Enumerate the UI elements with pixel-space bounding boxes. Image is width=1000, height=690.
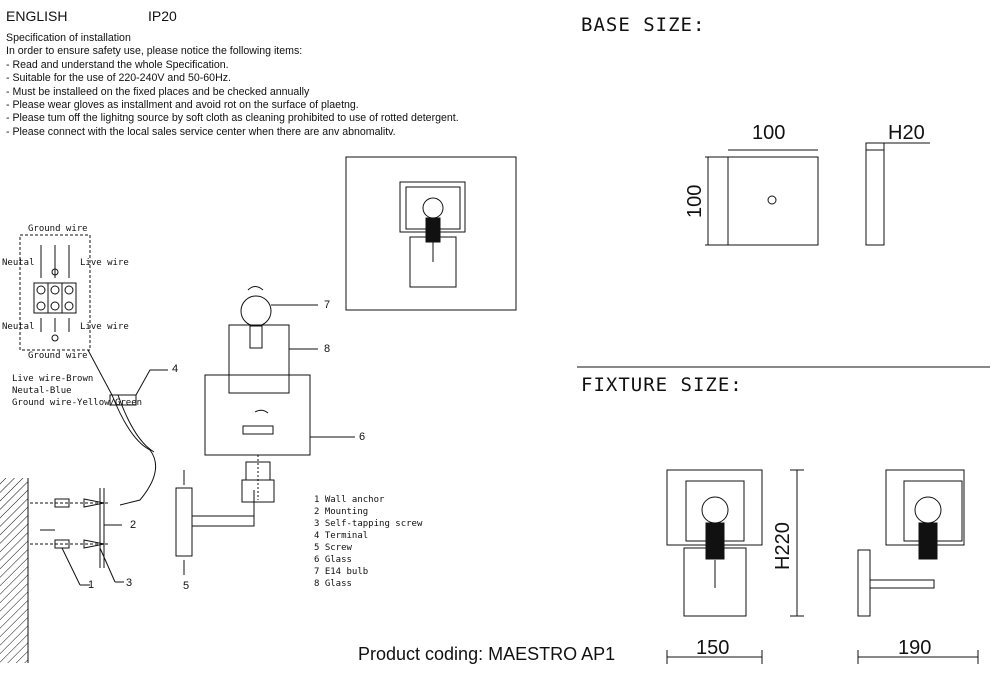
legend-item: 2 Mounting [314, 507, 369, 517]
parts-legend: 1 Wall anchor 2 Mounting 3 Self-tapping … [314, 494, 422, 590]
base-height-dim: 100 [684, 184, 706, 218]
terminal-box-outline [19, 234, 91, 351]
wall-hatch [0, 478, 28, 663]
spec-item: - Read and understand the whole Specific… [6, 58, 229, 71]
legend-item: 8 Glass [314, 579, 352, 589]
backplate-side [175, 470, 255, 575]
fixture-side-view [857, 469, 979, 664]
callout-5: 5 [183, 580, 190, 592]
terminal-block [33, 245, 77, 342]
cable [111, 394, 157, 506]
spec-item: - Please tum off the lighitng source by … [6, 112, 459, 125]
spec-item: - Please wear gloves as installment and … [6, 99, 359, 112]
glass-6 [204, 374, 311, 456]
ground-wire-top-label: Ground wire [28, 224, 88, 234]
legend-item: 1 Wall anchor [314, 495, 385, 505]
fixture-front-view [666, 469, 804, 664]
legend-item: 6 Glass [314, 555, 352, 565]
assembled-view-frame [345, 156, 517, 311]
live-bottom-label: Live wire [80, 322, 129, 332]
wire-color-ground: Ground wire-Yellow/Green [12, 398, 143, 408]
terminal-4 [109, 394, 137, 406]
neutral-bottom-label: Neutal [2, 322, 35, 332]
neutral-top-label: Neutal [2, 258, 35, 268]
callout-8: 8 [324, 343, 331, 355]
glass-6-clip [242, 425, 274, 435]
live-top-label: Live wire [80, 258, 129, 268]
callout-7: 7 [324, 299, 331, 311]
callout-2: 2 [130, 519, 137, 531]
wire-color-live: Live wire-Brown [12, 374, 94, 384]
base-front-view [705, 149, 819, 246]
wall-mounting [30, 488, 124, 586]
base-depth-dim: H20 [888, 122, 925, 144]
fixture-size-title: FIXTURE SIZE: [581, 374, 743, 396]
product-coding: Product coding: MAESTRO AP1 [358, 644, 616, 664]
legend-item: 3 Self-tapping screw [314, 519, 423, 529]
callout-wire [87, 349, 113, 396]
bulb-7 [240, 295, 272, 327]
ground-wire-bottom-label: Ground wire [28, 351, 88, 361]
ip-rating: IP20 [148, 8, 177, 24]
spec-item: - Please connect with the local sales se… [6, 125, 396, 138]
callout-6: 6 [359, 431, 366, 443]
spec-block: Specification of installation In order t… [6, 32, 459, 139]
language-label: ENGLISH [6, 8, 68, 24]
callout-4: 4 [172, 363, 179, 375]
legend-item: 7 E14 bulb [314, 567, 369, 577]
callout-1: 1 [88, 579, 95, 591]
lamp-holder-exploded [241, 455, 275, 503]
callout-3: 3 [126, 577, 133, 589]
glass-8 [228, 324, 290, 394]
callout-4-leader [135, 369, 168, 396]
fixture-height-dim: H220 [772, 522, 794, 570]
spec-intro: In order to ensure safety use, please no… [6, 45, 303, 58]
spec-title: Specification of installation [6, 32, 131, 44]
base-width-dim: 100 [752, 122, 786, 144]
base-size-title: BASE SIZE: [581, 14, 706, 36]
legend-item: 4 Terminal [314, 531, 369, 541]
spec-item: - Suitable for the use of 220-240V and 5… [6, 72, 231, 85]
spec-item: - Must be installeed on the fixed places… [6, 85, 310, 98]
fixture-width-dim: 150 [696, 637, 730, 659]
legend-item: 5 Screw [314, 543, 352, 553]
wire-color-legend: Live wire-Brown Neutal-Blue Ground wire-… [12, 373, 142, 409]
assembled-fixture [399, 181, 466, 288]
wire-color-neutral: Neutal-Blue [12, 386, 72, 396]
base-side-view [865, 142, 930, 246]
fixture-depth-dim: 190 [898, 637, 932, 659]
